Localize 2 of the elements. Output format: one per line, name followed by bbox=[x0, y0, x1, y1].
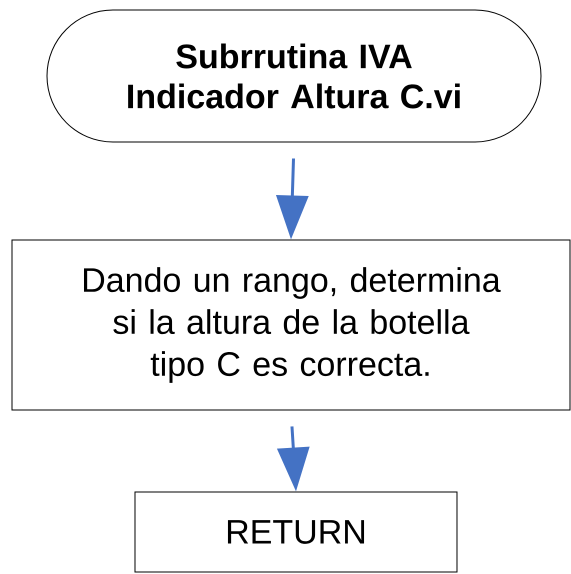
process-box: Dando un rango, determina si la altura de la botella tipo C es correcta. bbox=[12, 240, 570, 410]
process-box: RETURN bbox=[134, 492, 458, 572]
